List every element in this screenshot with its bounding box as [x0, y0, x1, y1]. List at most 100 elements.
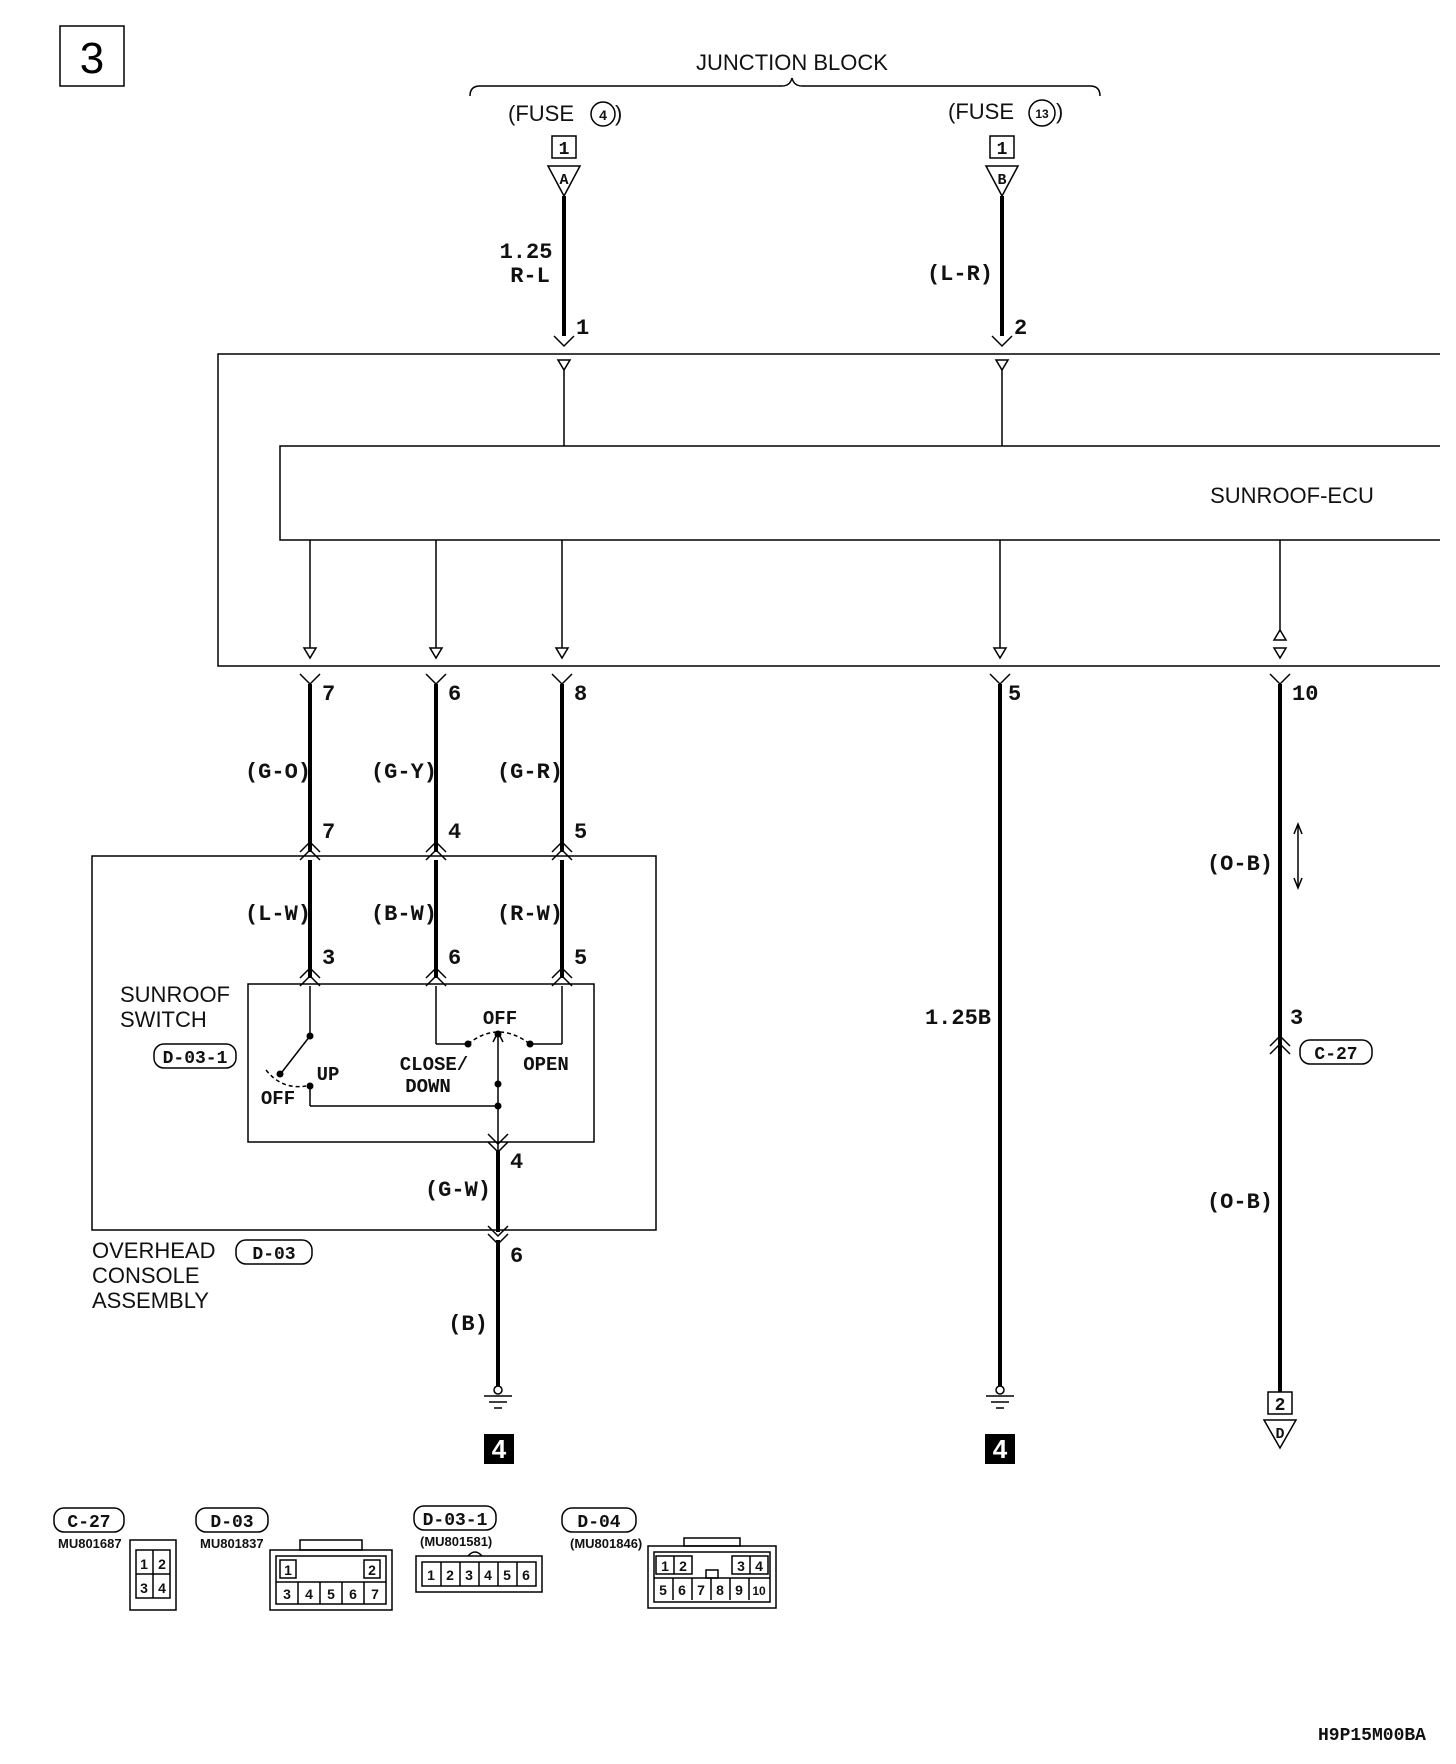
wire-1-color: R-L — [510, 264, 550, 289]
svg-text:5: 5 — [659, 1582, 667, 1598]
pin-sw-5: 5 — [574, 946, 587, 971]
sunroof-switch-box — [247, 983, 595, 1143]
svg-text:4: 4 — [599, 107, 607, 123]
offpage-connector-d: 2 D — [1262, 1391, 1298, 1450]
pin-ecu-8: 8 — [574, 682, 587, 707]
svg-text:MU801837: MU801837 — [200, 1536, 264, 1551]
console-label-1: OVERHEAD — [92, 1238, 215, 1263]
switch-up: UP — [317, 1064, 340, 1086]
ecu-outer-box — [217, 353, 1440, 667]
pin-ecu-6: 6 — [448, 682, 461, 707]
bidirectional-arrow — [1293, 821, 1303, 891]
svg-text:10: 10 — [752, 1584, 766, 1598]
pin-d03-7: 7 — [322, 820, 335, 845]
svg-text:D: D — [1275, 1426, 1284, 1443]
svg-text:1: 1 — [427, 1567, 435, 1583]
svg-text:1: 1 — [559, 140, 570, 160]
svg-text:7: 7 — [371, 1586, 379, 1602]
switch-name-2: SWITCH — [120, 1007, 207, 1032]
console-code-badge: D-03 — [235, 1239, 313, 1265]
switch-off-top: OFF — [483, 1008, 517, 1030]
svg-text:3: 3 — [283, 1586, 291, 1602]
connector-face-d03: D-03 MU801837 1 2 3 4 5 6 7 — [195, 1507, 393, 1611]
svg-text:(MU801581): (MU801581) — [420, 1534, 492, 1549]
pin-sw-3: 3 — [322, 946, 335, 971]
svg-text:5: 5 — [327, 1586, 335, 1602]
pin-c27-3: 3 — [1290, 1006, 1303, 1031]
wire-2-color: (L-R) — [927, 262, 993, 287]
pin-d03-5: 5 — [574, 820, 587, 845]
svg-text:3: 3 — [140, 1580, 148, 1596]
svg-text:3: 3 — [465, 1567, 473, 1583]
connector-face-c27: C-27 MU801687 1 2 3 4 — [53, 1507, 177, 1611]
svg-text:2: 2 — [368, 1562, 376, 1578]
console-label-3: ASSEMBLY — [92, 1288, 209, 1313]
switch-top-pin-marks — [299, 966, 573, 987]
ground-symbol-1: 4 — [484, 1385, 514, 1464]
svg-text:6: 6 — [678, 1582, 686, 1598]
svg-text:1: 1 — [140, 1556, 148, 1572]
connector-b-symbol: 1 B — [984, 135, 1020, 198]
connector-face-d04: D-04 (MU801846) 1 2 3 4 5 6 7 8 9 10 — [561, 1507, 777, 1609]
svg-text:A: A — [559, 172, 568, 189]
pin-ecu-5: 5 — [1008, 682, 1021, 707]
svg-text:D-03: D-03 — [210, 1513, 253, 1533]
wire-5-color: 1.25B — [925, 1006, 991, 1031]
svg-text:D-03-1: D-03-1 — [423, 1511, 488, 1531]
pin-sw-6: 6 — [448, 946, 461, 971]
svg-text:4: 4 — [158, 1580, 166, 1596]
switch-down: DOWN — [405, 1076, 451, 1098]
svg-text:(MU801846): (MU801846) — [570, 1536, 642, 1551]
junction-block-title: JUNCTION BLOCK — [696, 50, 888, 75]
svg-text:2: 2 — [446, 1567, 454, 1583]
svg-text:6: 6 — [522, 1567, 530, 1583]
svg-text:7: 7 — [697, 1582, 705, 1598]
sunroof-switch-contacts — [265, 986, 563, 1150]
svg-text:13: 13 — [1035, 107, 1049, 121]
svg-text:D-04: D-04 — [577, 1513, 620, 1533]
wire-6-color: (G-Y) — [371, 760, 437, 785]
svg-text:9: 9 — [735, 1582, 743, 1598]
wire-rw-color: (R-W) — [497, 902, 563, 927]
pin-ecu-10: 10 — [1292, 682, 1318, 707]
page-number: 3 — [80, 34, 104, 83]
pin-ecu-1: 1 — [576, 316, 589, 341]
svg-text:(FUSE: (FUSE — [508, 101, 574, 126]
svg-text:C-27: C-27 — [1314, 1045, 1357, 1065]
svg-text:): ) — [615, 101, 622, 126]
svg-text:D-03-1: D-03-1 — [163, 1049, 228, 1069]
svg-text:4: 4 — [484, 1567, 492, 1583]
svg-text:6: 6 — [349, 1586, 357, 1602]
wire-7-color: (G-O) — [245, 760, 311, 785]
svg-text:C-27: C-27 — [67, 1513, 110, 1533]
figure-id: H9P15M00BA — [1318, 1726, 1426, 1746]
overhead-console-box — [91, 855, 657, 1231]
connector-a-symbol: 1 A — [546, 135, 582, 198]
svg-text:(FUSE: (FUSE — [948, 99, 1014, 124]
sunroof-ecu-label: SUNROOF-ECU — [1210, 483, 1374, 508]
pin-d03-6: 6 — [510, 1244, 523, 1269]
svg-text:2: 2 — [158, 1556, 166, 1572]
switch-open: OPEN — [523, 1054, 569, 1076]
svg-text:1: 1 — [997, 140, 1008, 160]
c27-code-badge: C-27 — [1299, 1039, 1373, 1065]
svg-text:4: 4 — [305, 1586, 313, 1602]
wire-lw-color: (L-W) — [245, 902, 311, 927]
svg-text:3: 3 — [737, 1558, 745, 1574]
svg-text:D-03: D-03 — [252, 1245, 295, 1265]
junction-block-brace — [469, 77, 1101, 97]
connector-face-d031: D-03-1 (MU801581) 1 2 3 4 5 6 — [413, 1505, 543, 1593]
page-number-box — [59, 25, 125, 87]
svg-text:4: 4 — [993, 1434, 1008, 1464]
svg-text:): ) — [1056, 99, 1063, 124]
svg-text:5: 5 — [503, 1567, 511, 1583]
console-label-2: CONSOLE — [92, 1263, 200, 1288]
switch-name-1: SUNROOF — [120, 982, 230, 1007]
switch-close: CLOSE/ — [400, 1054, 468, 1076]
wire-b-color: (B) — [448, 1312, 488, 1337]
wire-ob-color-2: (O-B) — [1207, 1190, 1273, 1215]
svg-text:MU801687: MU801687 — [58, 1536, 122, 1551]
svg-text:4: 4 — [755, 1558, 763, 1574]
switch-code-badge: D-03-1 — [153, 1043, 237, 1069]
